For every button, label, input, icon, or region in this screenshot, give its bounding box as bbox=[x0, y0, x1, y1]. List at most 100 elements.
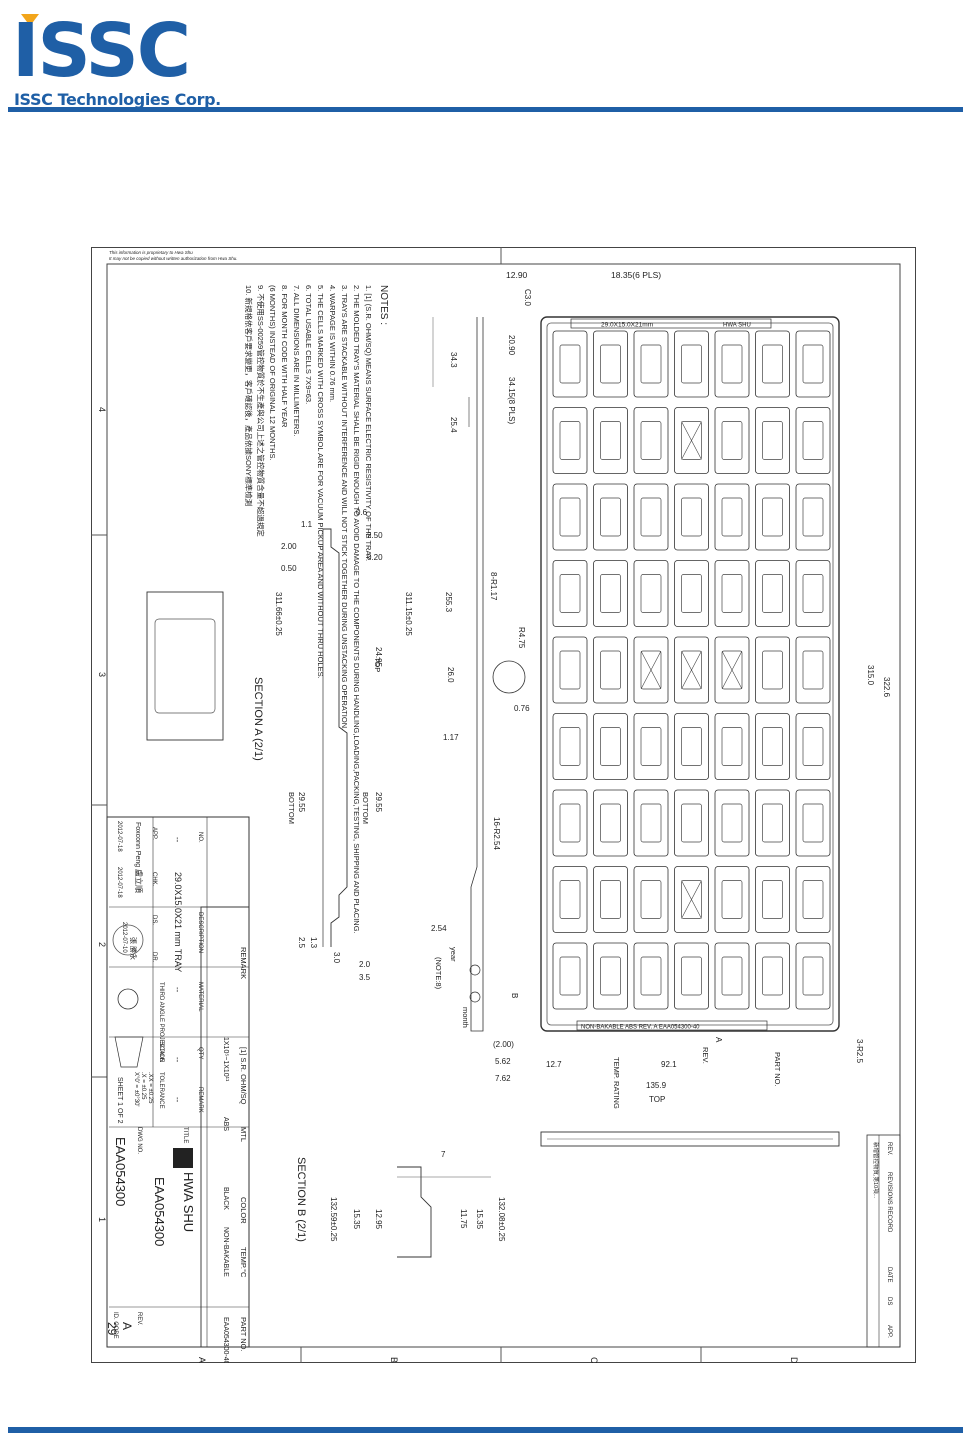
dim-25-4: 25.4 bbox=[449, 417, 458, 433]
tray-cell bbox=[795, 789, 831, 857]
dim-3-0: 3.0 bbox=[332, 952, 341, 964]
grid-row-a: A bbox=[197, 1357, 207, 1363]
app-name: Foxconn Peng bbox=[134, 822, 141, 867]
tray-cell bbox=[714, 483, 750, 551]
rev-header-record: REVISIONS RECORD bbox=[886, 1172, 892, 1233]
tray-cell bbox=[593, 330, 628, 398]
revision-table bbox=[866, 1134, 901, 1348]
sheet-label: SHEET 1 OF 2 bbox=[116, 1077, 123, 1124]
dim-top-bottom-view: TOP bbox=[649, 1095, 665, 1104]
dim-1-3: 1.3 bbox=[309, 937, 318, 949]
dim-0-76: 0.76 bbox=[514, 704, 530, 713]
grid-row-c: C bbox=[589, 1357, 599, 1363]
dim-0-6: 0.6 bbox=[356, 508, 368, 517]
label-temp-rating: TEMP. RATING bbox=[612, 1057, 621, 1109]
spec-header-remark: REMARK bbox=[239, 947, 248, 979]
tray-cell bbox=[755, 330, 790, 398]
title-value: EAA054300 bbox=[152, 1177, 167, 1246]
note-line: 8. FOR MONTH CODE WITH HALF YEAR bbox=[280, 285, 289, 428]
grid-col-1: 1 bbox=[97, 1217, 107, 1222]
dim-2-5: 2.5 bbox=[297, 937, 306, 949]
material-label: MATERIAL bbox=[197, 982, 203, 1012]
label-month: month bbox=[461, 1007, 470, 1028]
spec-header-temp: TEMP.°C bbox=[239, 1247, 248, 1278]
tray-cell bbox=[795, 330, 831, 398]
spec-header-ohm: [1] S.R. OHM/SQ bbox=[239, 1047, 248, 1105]
tray-plan-view: 29.0X15.0X21mm HWA SHU NON-BAKABLE ABS R… bbox=[540, 316, 840, 1032]
notes-block: NOTES : 1. [1] (S.R. OHM/SQ) MEANS SURFA… bbox=[244, 285, 389, 934]
tray-cell bbox=[593, 636, 628, 704]
tray-cell bbox=[593, 560, 628, 627]
dim-16-r2-54: 16-R2.54 bbox=[492, 817, 501, 850]
dim-section-a-bottom-2: BOTTOM bbox=[287, 792, 296, 824]
dim-34-3: 34.3 bbox=[449, 352, 458, 368]
desc-value: 29.0X15.0X21 mm TRAY bbox=[173, 872, 183, 972]
tray-cell bbox=[593, 407, 628, 474]
ds-label: DS. bbox=[151, 915, 157, 925]
tray-cell bbox=[714, 866, 750, 933]
dim-24-95: 24.95 bbox=[374, 647, 383, 668]
dim-2-0: 2.0 bbox=[359, 960, 371, 969]
dim-2-50: 2.50 bbox=[367, 531, 383, 540]
dim-c3: C3.0 bbox=[523, 289, 532, 306]
tray-cell bbox=[552, 636, 588, 704]
scale-label: SCALE bbox=[158, 1042, 164, 1062]
dim-15-35b: 15.35 bbox=[352, 1209, 361, 1230]
tray-cell bbox=[633, 713, 669, 780]
logo-mark: ISSC bbox=[12, 8, 191, 94]
dim-8-r1-17: 8-R1.17 bbox=[489, 572, 498, 601]
dr-label: DR. bbox=[151, 952, 157, 963]
section-a-profile bbox=[146, 528, 348, 947]
tray-bottom-label: NON-BAKABLE ABS REV. A EAA054300-40 bbox=[581, 1025, 700, 1031]
logo-company-name: ISSC Technologies Corp. bbox=[14, 90, 221, 109]
tray-cell bbox=[552, 560, 588, 627]
dim-5-62: 5.62 bbox=[495, 1057, 511, 1066]
tray-cell bbox=[755, 942, 790, 1010]
tray-cell bbox=[714, 407, 750, 474]
remark-label: REMARK bbox=[197, 1087, 203, 1113]
rev-header-ds: DS bbox=[886, 1297, 892, 1305]
dim-11-75: 11.75 bbox=[459, 1209, 468, 1229]
tray-side-view bbox=[540, 1131, 840, 1147]
label-part-no: PART NO. bbox=[773, 1052, 782, 1087]
spec-header-part-no: PART NO. bbox=[239, 1317, 248, 1352]
tray-cell bbox=[633, 407, 669, 474]
id-code-value: 29 bbox=[105, 1322, 119, 1336]
dim-92-1: 92.1 bbox=[661, 1060, 677, 1069]
label-section-a: SECTION A (2/1) bbox=[252, 677, 264, 761]
spec-table bbox=[200, 906, 250, 1348]
grid-row-b: B bbox=[389, 1357, 399, 1363]
dim-3-r2-5: 3-R2.5 bbox=[855, 1039, 864, 1064]
dim-15-35a: 15.35 bbox=[475, 1209, 484, 1230]
dim-0-50: 0.50 bbox=[281, 564, 297, 573]
tray-cell bbox=[674, 942, 709, 1010]
tray-cell bbox=[755, 636, 790, 704]
tray-cell bbox=[674, 636, 709, 704]
stamp-name: 張 勝永 bbox=[129, 937, 138, 960]
tray-cell bbox=[633, 560, 669, 627]
label-year: year bbox=[449, 947, 458, 962]
tray-cell bbox=[755, 483, 790, 551]
company-name: HWA SHU bbox=[181, 1172, 196, 1232]
tray-cell bbox=[795, 866, 831, 933]
dim-20-90: 20.90 bbox=[507, 335, 516, 356]
rev-label: REV. bbox=[136, 1312, 142, 1326]
note-line: (6 MONTHS) INSTEAD OF ORIGINAL 12 MONTHS… bbox=[268, 285, 277, 461]
tray-cell bbox=[593, 942, 628, 1010]
tray-cell bbox=[633, 942, 669, 1010]
tray-cell bbox=[795, 713, 831, 780]
tray-cells bbox=[552, 330, 831, 1010]
tray-cell bbox=[593, 789, 628, 857]
dwg-label: DWG NO. bbox=[136, 1127, 142, 1154]
issc-logo: ISSC ISSC Technologies Corp. bbox=[12, 8, 222, 109]
dim-3-5: 3.5 bbox=[359, 973, 371, 982]
tray-side-profile bbox=[432, 317, 526, 1032]
notes-title: NOTES : bbox=[378, 285, 389, 325]
footer-rule bbox=[8, 1427, 963, 1433]
tray-cell bbox=[755, 789, 790, 857]
remark-value: -- bbox=[173, 1097, 182, 1103]
dim-18-35: 18.35(6 PLS) bbox=[611, 270, 661, 280]
spec-header-mtl: MTL bbox=[239, 1127, 248, 1142]
engineering-drawing: 4 3 2 1 A B C D This information is prop… bbox=[91, 247, 916, 1365]
tray-cell bbox=[674, 866, 709, 933]
